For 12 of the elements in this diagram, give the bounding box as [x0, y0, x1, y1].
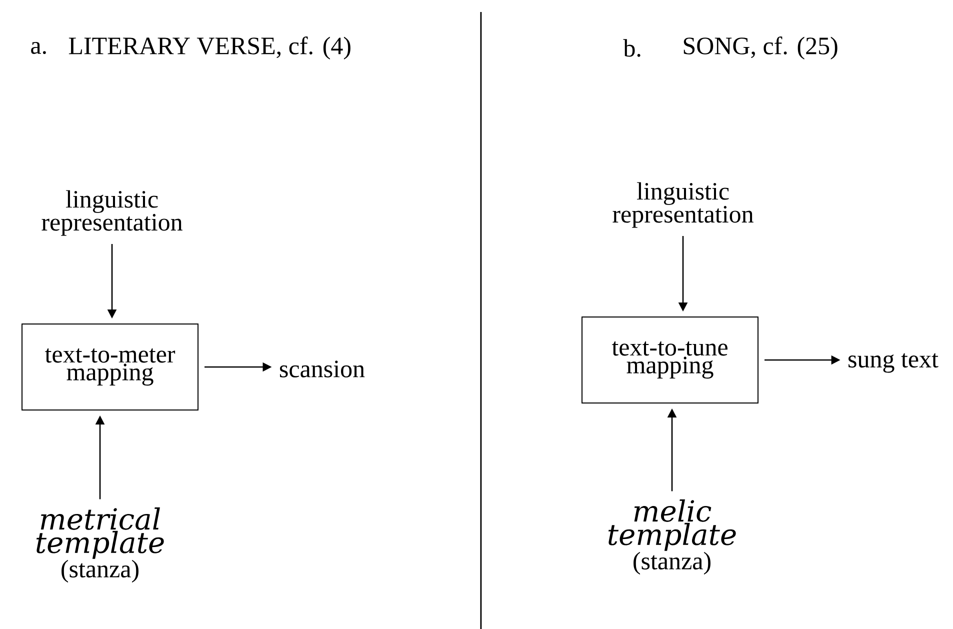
process-box: text-to-meter mapping	[22, 324, 198, 410]
process-box: text-to-tune mapping	[582, 316, 758, 404]
output-label: sung text	[848, 353, 938, 373]
input-label: linguistic representation	[42, 190, 182, 236]
heading: LITERARY VERSE, cf. (4)	[68, 36, 350, 60]
input-label: linguistic representation	[612, 182, 754, 228]
heading: b.	[623, 39, 640, 57]
template-label: metrical template (stanza)	[36, 507, 164, 583]
output-label: scansion	[280, 360, 365, 378]
heading: a.	[31, 42, 46, 54]
template-label: melic template (stanza)	[608, 499, 736, 575]
heading: SONG, cf. (25)	[684, 36, 838, 60]
